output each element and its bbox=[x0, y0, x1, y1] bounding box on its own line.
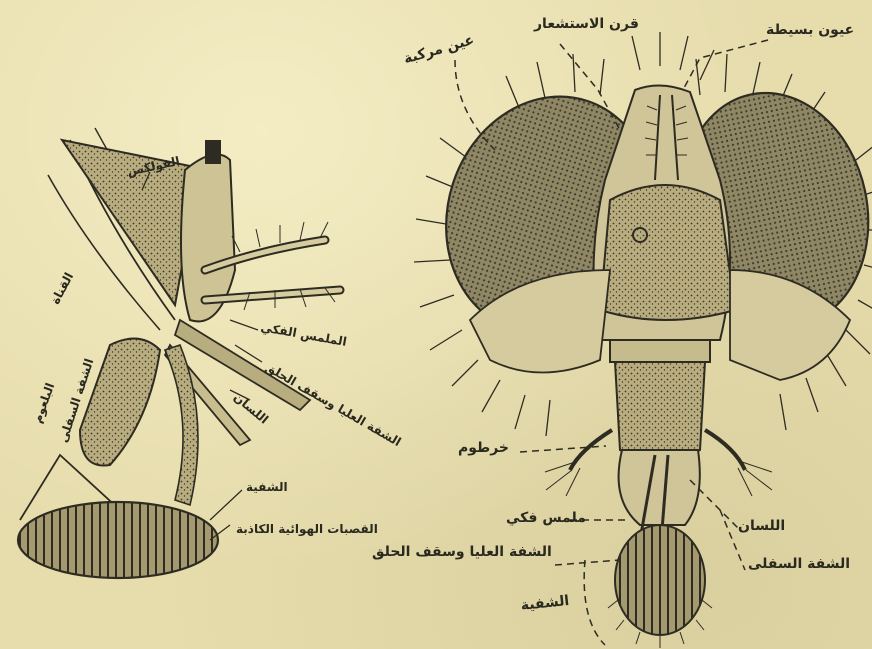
sclerite-tip bbox=[205, 140, 221, 164]
labium bbox=[619, 450, 700, 525]
label-pseudotracheae: القصبات الهوائية الكاذبة bbox=[236, 522, 378, 536]
proboscis bbox=[615, 362, 705, 460]
rostral-stalk bbox=[165, 345, 198, 505]
label-labrum-epipharynx: الشفة العليا وسقف الحلق bbox=[372, 544, 552, 560]
maxillary-palp-right bbox=[705, 430, 745, 470]
label-maxillary-palp: ملمس فكي bbox=[506, 510, 586, 526]
labellum bbox=[615, 525, 705, 635]
mouthparts-side-figure bbox=[18, 128, 340, 578]
labellum-side bbox=[18, 502, 218, 578]
label-antenna: قرن الاستشعار bbox=[534, 16, 639, 32]
labium-pad bbox=[80, 339, 160, 466]
maxillary-palp-left bbox=[570, 430, 612, 470]
label-labellum-left: الشفية bbox=[246, 480, 288, 494]
rostrum-band bbox=[610, 340, 710, 362]
face-plate bbox=[600, 185, 735, 320]
label-simple-eyes: عيون بسيطة bbox=[766, 22, 854, 38]
label-labium: الشفة السفلى bbox=[748, 556, 850, 572]
label-proboscis: خرطوم bbox=[458, 440, 509, 456]
label-tongue: اللسان bbox=[738, 518, 785, 534]
